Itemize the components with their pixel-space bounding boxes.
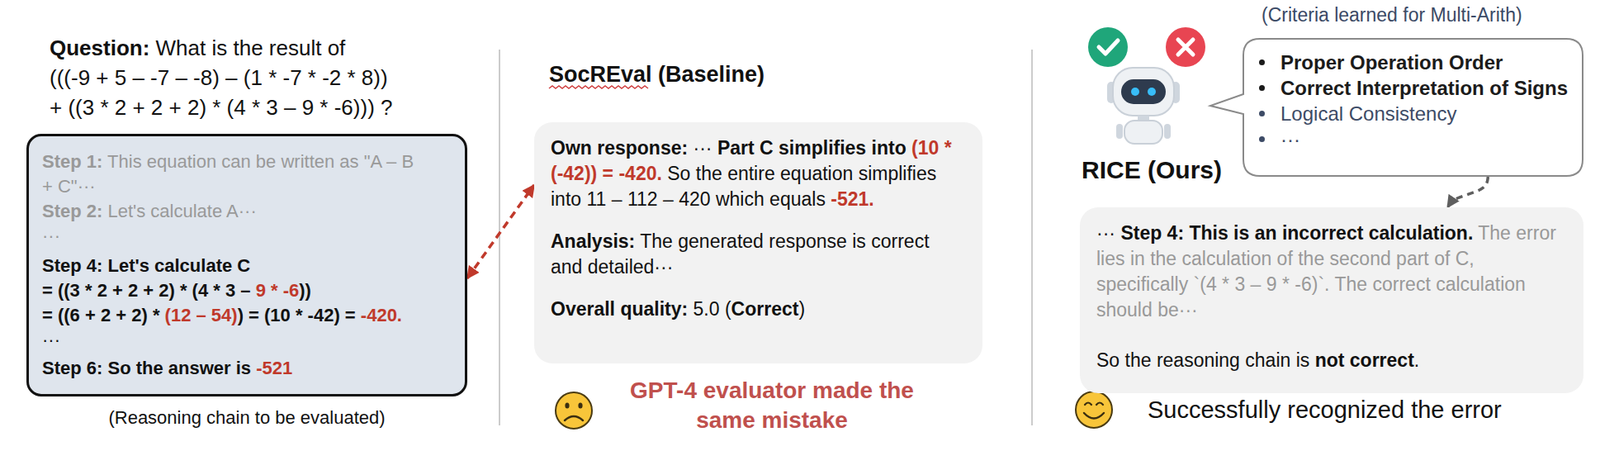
text-run: Own response: [550,137,688,159]
mouth [564,416,583,421]
connector-arrow [467,184,535,279]
text-run: ) [798,298,805,320]
robot-body [1124,120,1163,144]
text-run: (((-9 + 5 – -7 – -8) – (1 * -7 * -2 * 8)… [49,65,389,90]
verdict-note: Successfully recognized the error [1147,394,1502,425]
robot-eye [1131,87,1140,96]
text-run: Step 1: [42,151,103,172]
check-icon [1088,27,1128,67]
text-run: Part C simplifies into [717,137,907,159]
text-run: -420. [360,304,403,326]
criterion-item: Logical Consistency [1280,100,1574,127]
box-text: ··· Step 4: This is an incorrect calcula… [1096,220,1567,323]
text-run: 9 * -6 [255,279,300,301]
text-run: 5.0 ( [687,298,731,320]
box-text: = ((6 + 2 + 2) * (12 – 54)) = (10 * -42)… [42,302,452,328]
text-run: . [1414,349,1420,371]
robot-head [1112,67,1174,116]
criteria-heading: (Criteria learned for Multi-Arith) [1261,2,1523,28]
bullet-dot [1259,110,1265,117]
mouth [1084,412,1104,419]
robot-eye [1147,87,1156,96]
text-run: = ((3 * 2 + 2 + 2) * (4 * 3 – [42,279,256,301]
robot-icon [1107,67,1180,144]
box-text: = ((3 * 2 + 2 + 2) * (4 * 3 – 9 * -6)) [42,278,452,303]
speech-bubble-shape [1210,38,1583,176]
eye [1096,402,1103,406]
criterion-item: ··· [1280,126,1574,152]
text-run: + C"··· [42,175,96,197]
bullet-dot [1259,59,1265,66]
cross-mark [1178,39,1193,55]
text-run: Correct [731,298,800,320]
text-run: not correct [1315,349,1415,371]
text-run: So the reasoning chain is [1096,349,1316,371]
sad-face-emoji [555,392,592,429]
check-circle [1088,27,1128,67]
face [1075,391,1113,428]
check-mark [1098,40,1118,54]
text-run: = ((6 + 2 + 2) * [42,304,166,326]
eye [577,402,583,408]
text-run: This equation can be written as "A – B [102,151,414,172]
text-run: Let's calculate A··· [102,200,256,222]
text-run: Step 6: So the answer is [42,357,256,379]
text-run: ··· [1096,222,1121,244]
text-run: Question: [49,35,150,61]
verdict-note: GPT-4 evaluator made the same mistake [606,375,938,436]
robot-arm [1116,123,1123,139]
text-run: + ((3 * 2 + 2 + 2) * (4 * 3 – 9 * -6))) … [49,94,393,120]
rice-evaluation-box: ··· Step 4: This is an incorrect calcula… [1079,207,1584,393]
criterion-item: Proper Operation Order [1280,49,1574,76]
box-text: Overall quality: 5.0 (Correct) [550,296,966,322]
reasoning-chain-box: Step 1: This equation can be written as … [26,133,468,397]
bullet-dot [1259,136,1265,143]
panel-separator [1031,49,1033,426]
text-run: Step 4: This is an incorrect calculation… [1120,222,1473,244]
robot-arm [1164,123,1171,139]
criterion-item: Correct Interpretation of Signs [1280,75,1574,101]
panel-title: RICE (Ours) [1081,155,1222,185]
baseline-evaluation-box: Own response: ··· Part C simplifies into… [534,122,983,364]
text-run: Analysis: [550,230,635,252]
box-text: Own response: ··· Part C simplifies into… [550,135,966,213]
text-run: Step 2: [42,200,103,222]
text-run: ··· [687,137,718,159]
box-text: Step 4: Let's calculate C [42,253,452,279]
text-run: ) = (10 * -42) = [237,304,361,326]
cross-icon [1165,27,1206,67]
smiley-emoji [1075,391,1113,428]
connector-arrow [1447,176,1488,208]
panel-title: SocREval (Baseline) [549,61,765,88]
text-run: Overall quality: [550,298,688,320]
text-run: )) [298,279,312,301]
text-run [906,137,912,159]
criteria-speech-bubble: Proper Operation OrderCorrect Interpreta… [1242,37,1584,177]
text-run: -521 [255,357,293,379]
question-text: Question: What is the result of (((-9 + … [49,33,393,123]
text-run: -521. [830,188,874,210]
box-text: So the reasoning chain is not correct. [1096,347,1567,374]
text-run: What is the result of [149,35,346,61]
cross-circle [1165,27,1206,67]
box-text: ··· [42,223,452,249]
eye [1084,402,1092,406]
text-run: (12 – 54) [165,304,238,326]
bullet-dot [1259,85,1265,91]
box-text: Analysis: The generated response is corr… [550,228,966,280]
box-text: Step 2: Let's calculate A··· [42,198,452,224]
robot-visor [1121,79,1166,105]
panel-caption: (Reasoning chain to be evaluated) [26,406,468,430]
box-text: Step 6: So the answer is -521 [42,355,452,381]
box-text: ··· [42,327,452,353]
face [555,392,592,429]
eye [564,402,569,408]
panel-separator [498,49,501,426]
box-text: Step 1: This equation can be written as … [42,149,452,199]
